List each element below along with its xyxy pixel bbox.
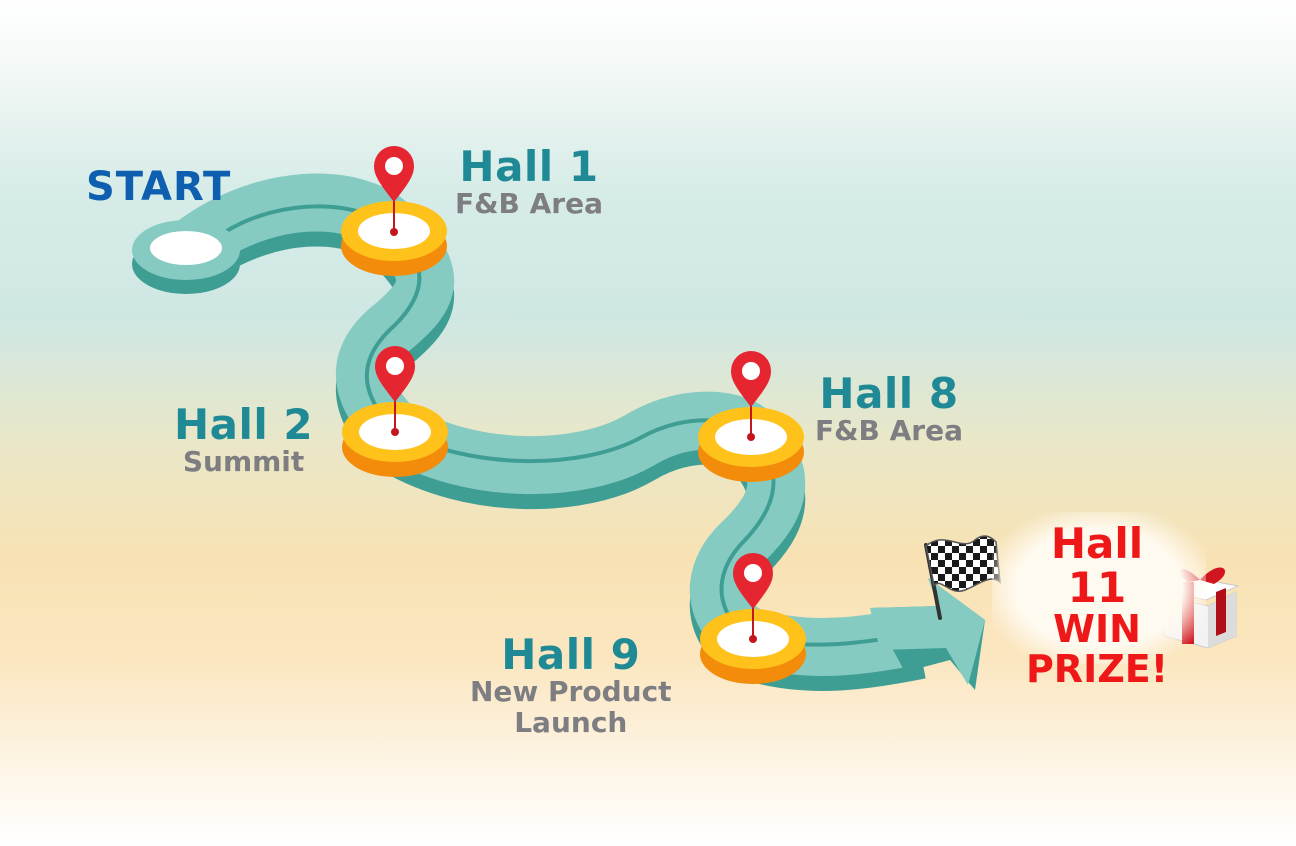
start-label: START bbox=[86, 164, 232, 210]
finish-line-2: WIN bbox=[1053, 607, 1141, 652]
stop-subtitle: F&B Area bbox=[455, 187, 603, 220]
stop-disc-hall-8 bbox=[698, 400, 804, 482]
map-pin-icon bbox=[374, 146, 414, 202]
map-pin-icon bbox=[375, 346, 415, 402]
stop-title: Hall 9 bbox=[501, 630, 641, 679]
finish-label: Hall 11 WIN PRIZE! bbox=[1016, 519, 1178, 692]
stop-label-hall-2: Hall 2 Summit bbox=[174, 400, 314, 478]
stop-subtitle: Summit bbox=[182, 445, 305, 478]
stop-title: Hall 2 bbox=[174, 400, 314, 449]
stop-label-hall-1: Hall 1 F&B Area bbox=[455, 142, 603, 220]
finish-arrow-icon bbox=[870, 578, 985, 690]
finish-line-3: PRIZE! bbox=[1025, 647, 1169, 692]
stop-disc-hall-9 bbox=[700, 602, 806, 684]
finish-title: Hall 11 bbox=[1050, 519, 1144, 613]
stop-label-hall-8: Hall 8 F&B Area bbox=[815, 369, 963, 447]
checkered-flag-icon bbox=[924, 535, 1001, 620]
stop-disc-hall-1 bbox=[341, 195, 447, 276]
stop-disc-hall-2 bbox=[342, 395, 448, 477]
stop-title: Hall 1 bbox=[459, 142, 599, 191]
stop-subtitle: New Product bbox=[470, 675, 672, 708]
prize-backdrop bbox=[992, 512, 1206, 664]
map-pin-icon bbox=[731, 351, 771, 407]
stop-subtitle-line-2: Launch bbox=[514, 706, 628, 740]
map-pin-icon bbox=[733, 553, 773, 609]
stop-label-hall-9: Hall 9 New Product Launch bbox=[470, 634, 672, 739]
stop-subtitle: F&B Area bbox=[815, 414, 963, 447]
stop-title: Hall 8 bbox=[819, 369, 959, 418]
start-disc bbox=[132, 220, 240, 294]
